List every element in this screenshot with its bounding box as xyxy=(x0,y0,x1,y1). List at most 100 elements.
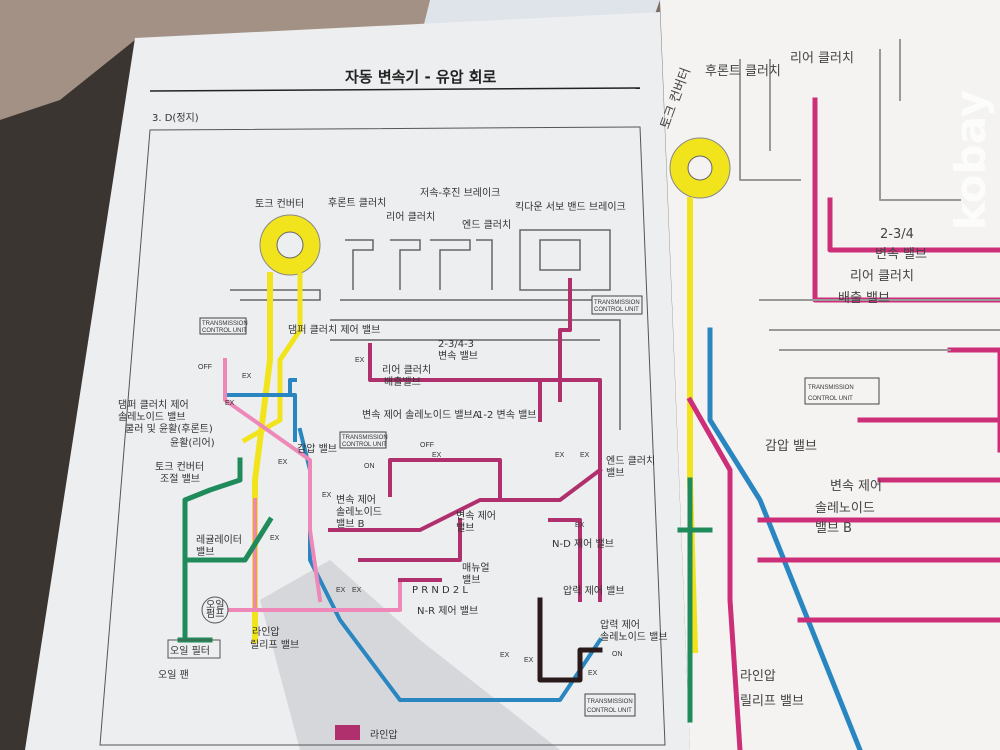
label-solenoid-b-1: 변속 제어 xyxy=(336,494,376,506)
label-reducing: 감압 밸브 xyxy=(297,442,337,455)
label-on: ON xyxy=(364,463,375,470)
label-lube-rear: 윤활(리어) xyxy=(170,436,215,449)
label-low-reverse-brake: 저속-후진 브레이크 xyxy=(420,187,500,199)
tcu-box-2: TRANSMISSION CONTROL UNIT xyxy=(339,431,388,449)
torque-converter xyxy=(259,214,321,276)
oil-pump xyxy=(201,596,229,624)
label-solenoid-b-2: 솔레노이드 xyxy=(336,506,382,518)
label-pc-solenoid-2: 솔레노이드 밸브 xyxy=(600,631,668,643)
label-solenoid-a: 변속 제어 솔레노이드 밸브A xyxy=(362,409,480,421)
label-ex: EX xyxy=(352,587,362,594)
label-ex: EX xyxy=(500,652,510,659)
label-rear-exhaust-1: 리어 클러치 xyxy=(850,269,914,284)
label-tcu-label-2: CONTROL UNIT xyxy=(587,708,632,714)
label-nd-control: N-D 제어 밸브 xyxy=(552,538,614,550)
label-relief-1: 라인압 xyxy=(252,625,280,638)
label-tcu-label-2: CONTROL UNIT xyxy=(594,307,639,313)
oil-filter xyxy=(167,639,221,659)
label-prnd: P R N D 2 L xyxy=(412,585,468,596)
label-end-clutch: 엔드 클러치 xyxy=(462,219,511,231)
tcu-box-1: TRANSMISSION CONTROL UNIT xyxy=(199,317,248,335)
label-front-clutch: 후론트 클러치 xyxy=(705,64,781,79)
hydraulic-pipes xyxy=(177,272,603,702)
label-oil-filter: 오일 필터 xyxy=(170,645,210,657)
label-ex: EX xyxy=(575,522,585,529)
label-rear-clutch: 리어 클러치 xyxy=(790,51,854,66)
header-title: 자동 변속기 - 유압 회로 xyxy=(345,68,497,86)
label-manual-1: 매뉴얼 xyxy=(462,562,490,574)
valve-labels: 댐퍼 클러치 제어 밸브 댐퍼 클러치 제어 솔레노이드 밸브 쿨러 및 윤활(… xyxy=(118,324,668,681)
section-title: 3. D(정지) xyxy=(152,112,199,124)
label-solenoid-b-1: 변속 제어 xyxy=(830,479,882,494)
label-tcu-label-2: CONTROL UNIT xyxy=(342,442,387,448)
right-page-diagram: 후론트 클러치 리어 클러치 토크 컨버터 2-3/4 변속 밸브 리어 클러치… xyxy=(658,39,1000,750)
label-tcu-label-1: TRANSMISSION xyxy=(202,321,248,327)
label-torque-converter: 토크 컨버터 xyxy=(255,198,304,210)
label-regulator-2: 밸브 xyxy=(196,546,214,558)
label-ex: EX xyxy=(524,657,534,664)
label-reducing: 감압 밸브 xyxy=(765,439,817,454)
label-pressure-control: 압력 제어 밸브 xyxy=(563,584,625,597)
label-shift-12: 1-2 변속 밸브 xyxy=(477,409,537,421)
label-oil-pan: 오일 팬 xyxy=(158,669,189,681)
label-on: ON xyxy=(612,651,623,658)
label-solenoid-b-3: 밸브 B xyxy=(336,518,365,530)
label-ex: EX xyxy=(580,452,590,459)
label-oil-pump-2: 펌프 xyxy=(206,608,224,620)
label-tcu-2: CONTROL UNIT xyxy=(808,396,853,402)
header-rule xyxy=(149,87,641,92)
label-ex: EX xyxy=(242,373,252,380)
clutch-drums xyxy=(230,229,621,430)
label-relief-1: 라인압 xyxy=(740,669,776,684)
label-shift-234-2: 변속 밸브 xyxy=(438,350,478,362)
label-tcu-label-1: TRANSMISSION xyxy=(342,435,388,441)
label-damper-clutch-control-valve: 댐퍼 클러치 제어 밸브 xyxy=(288,324,380,336)
label-rear-exhaust-2: 배출 밸브 xyxy=(838,291,890,306)
label-solenoid-b-3: 밸브 B xyxy=(815,521,852,536)
legend-label-line-pressure: 라인압 xyxy=(370,728,398,741)
legend-swatch-line-pressure xyxy=(335,725,360,740)
tcu-box-3: TRANSMISSION CONTROL UNIT xyxy=(591,295,643,315)
label-tc-control-2: 조절 밸브 xyxy=(160,472,200,485)
diagram-frame xyxy=(99,126,666,746)
label-ex: EX xyxy=(336,587,346,594)
label-ex: EX xyxy=(355,357,365,364)
state-tags: OFF OFF ON ON EX EX EX EX EX EX EX EX EX… xyxy=(198,357,623,677)
label-off: OFF xyxy=(420,442,434,449)
label-ex: EX xyxy=(278,459,288,466)
left-page xyxy=(25,12,690,750)
label-ex: EX xyxy=(322,492,332,499)
label-ex: EX xyxy=(555,452,565,459)
label-tcu-1: TRANSMISSION xyxy=(808,385,854,391)
label-front-clutch: 후론트 클러치 xyxy=(328,197,386,209)
label-shift-234-1: 2-3/4-3 xyxy=(438,339,474,350)
label-pc-solenoid-1: 압력 제어 xyxy=(600,618,640,631)
label-tc-control-1: 토크 컨버터 xyxy=(155,461,204,473)
label-ex: EX xyxy=(432,452,442,459)
label-tcu-label-1: TRANSMISSION xyxy=(587,699,633,705)
label-shift-control-2: 밸브 xyxy=(456,522,474,534)
label-tcu-label-1: TRANSMISSION xyxy=(594,300,640,306)
label-off: OFF xyxy=(198,364,212,371)
tcu-box-4: TRANSMISSION CONTROL UNIT xyxy=(584,693,636,717)
label-relief-2: 릴리프 밸브 xyxy=(740,694,804,709)
label-regulator-1: 레귤레이터 xyxy=(196,534,242,546)
legend: 라인압 xyxy=(335,725,398,741)
shadow-area xyxy=(0,40,135,750)
label-tcu-label-2: CONTROL UNIT xyxy=(202,328,247,334)
label-ex: EX xyxy=(588,670,598,677)
label-ex: EX xyxy=(270,535,280,542)
label-kickdown-servo: 킥다운 서보 밴드 브레이크 xyxy=(515,201,626,213)
label-relief-2: 릴리프 밸브 xyxy=(250,638,299,651)
label-ex: EX xyxy=(225,400,235,407)
label-end-clutch-valve-2: 밸브 xyxy=(606,467,624,479)
label-cooler-front: 쿨러 및 윤활(후론트) xyxy=(125,422,213,435)
label-rear-exhaust-1: 리어 클러치 xyxy=(382,364,431,376)
label-solenoid-b-2: 솔레노이드 xyxy=(815,501,875,516)
label-damper-solenoid-2: 솔레노이드 밸브 xyxy=(118,411,186,423)
label-damper-solenoid-1: 댐퍼 클러치 제어 xyxy=(118,399,189,411)
label-shift-234-1: 2-3/4 xyxy=(880,227,914,242)
label-oil-pump-1: 오일 xyxy=(206,599,224,611)
label-nr-control: N-R 제어 밸브 xyxy=(417,605,478,617)
